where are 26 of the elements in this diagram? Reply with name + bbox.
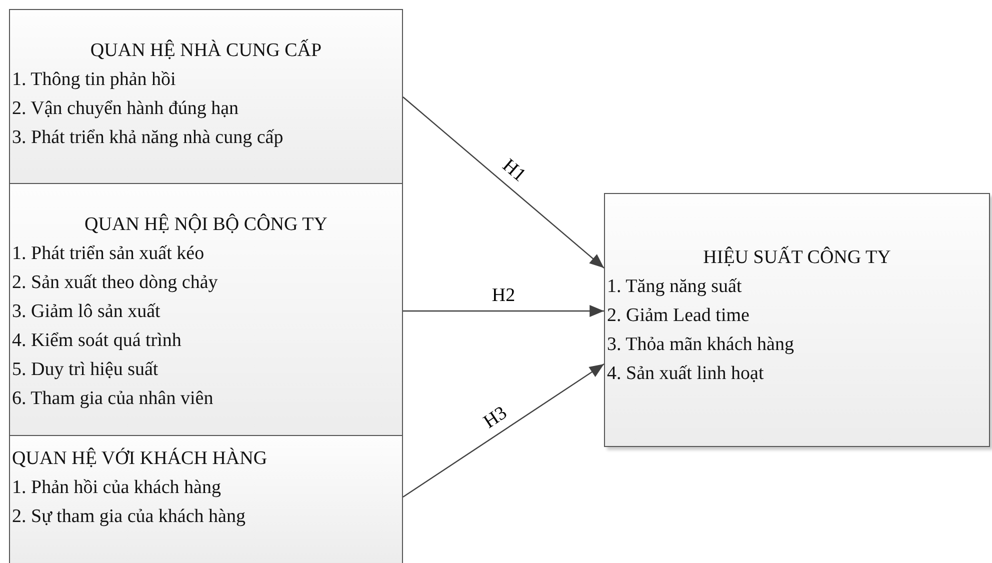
list-item: 1. Thông tin phản hồi xyxy=(12,68,176,92)
list-item: 1. Tăng năng suất xyxy=(607,275,742,299)
list-item: 3. Phát triển khả năng nhà cung cấp xyxy=(12,126,284,150)
text-box xyxy=(604,193,990,447)
list-item: 2. Sản xuất theo dòng chảy xyxy=(12,271,218,295)
text-box xyxy=(9,183,403,436)
list-item: 3. Thỏa mãn khách hàng xyxy=(607,333,794,357)
list-item: 2. Vận chuyển hành đúng hạn xyxy=(12,97,239,121)
box-heading: QUAN HỆ NHÀ CUNG CẤP xyxy=(90,38,322,63)
arrow xyxy=(402,364,604,498)
text-box xyxy=(9,9,403,184)
list-item: 1. Phát triển sản xuất kéo xyxy=(12,242,204,266)
list-item: 5. Duy trì hiệu suất xyxy=(12,358,158,382)
list-item: 2. Giảm Lead time xyxy=(607,304,750,328)
list-item: 4. Kiểm soát quá trình xyxy=(12,329,182,353)
box-heading: QUAN HỆ VỚI KHÁCH HÀNG xyxy=(12,446,268,471)
list-item: 2. Sự tham gia của khách hàng xyxy=(12,505,246,529)
text-box xyxy=(9,435,403,563)
box-heading: HIỆU SUẤT CÔNG TY xyxy=(703,245,891,270)
list-item: 6. Tham gia của nhân viên xyxy=(12,387,214,411)
arrow xyxy=(403,305,604,317)
box-heading: QUAN HỆ NỘI BỘ CÔNG TY xyxy=(84,212,328,237)
list-item: 1. Phản hồi của khách hàng xyxy=(12,476,221,500)
arrow xyxy=(402,96,604,268)
list-item: 4. Sản xuất linh hoạt xyxy=(607,362,764,386)
list-item: 3. Giảm lô sản xuất xyxy=(12,300,160,324)
